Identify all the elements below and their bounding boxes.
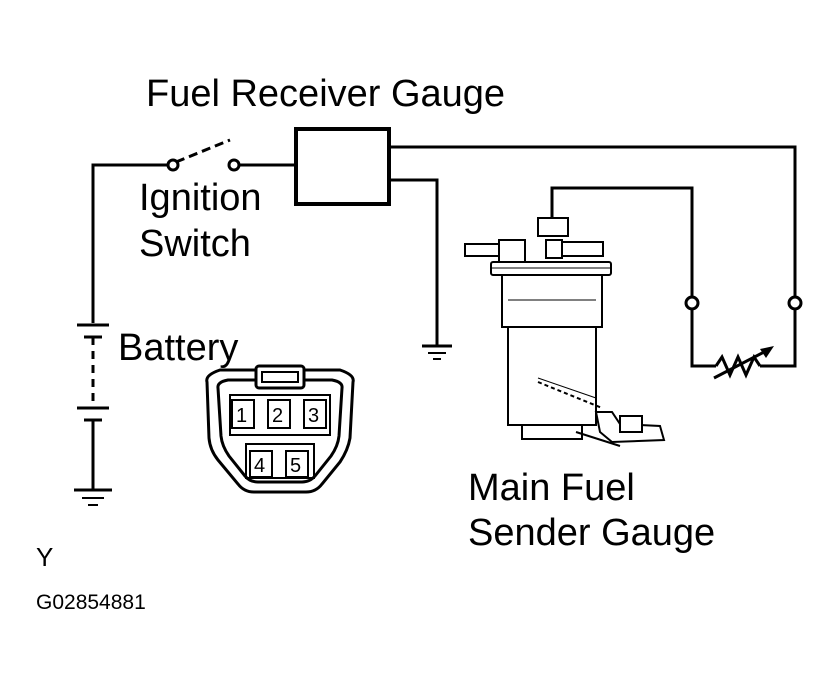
- connector-pin-2: 2: [272, 405, 283, 427]
- connector-pin-5: 5: [290, 455, 301, 477]
- variable-resistor-symbol: [713, 346, 774, 380]
- connector-pin-3: 3: [308, 405, 319, 427]
- wire-resistor-left: [690, 309, 716, 368]
- sender-terminal-left: [684, 295, 700, 311]
- sender-gauge-label-line1: Main Fuel: [468, 467, 635, 509]
- connector-pin-cells: [231, 399, 327, 478]
- wire-resistor-right: [760, 309, 797, 368]
- connector-pin-4: 4: [254, 455, 265, 477]
- view-letter: Y: [36, 542, 53, 572]
- battery-label: Battery: [118, 327, 238, 369]
- battery-ground-symbol: [74, 488, 112, 506]
- ignition-switch-label-line2: Switch: [139, 223, 251, 265]
- receiver-gauge-box: [294, 127, 391, 206]
- wire-gauge-to-ground: [389, 178, 439, 346]
- gauge-ground-symbol: [422, 344, 452, 360]
- connector-drawing: [205, 364, 355, 494]
- battery-symbol: [77, 323, 109, 490]
- ignition-switch-symbol: [166, 138, 241, 172]
- wire-sender-return: [550, 186, 694, 297]
- sender-gauge-label-line2: Sender Gauge: [468, 512, 715, 554]
- sender-unit-drawing: [464, 217, 666, 447]
- sender-terminal-right: [787, 295, 803, 311]
- wire-gauge-to-sender: [389, 145, 797, 297]
- wire-battery-to-ignition: [91, 163, 168, 323]
- figure-code: G02854881: [36, 591, 146, 614]
- connector-pin-1: 1: [236, 405, 247, 427]
- receiver-gauge-label: Fuel Receiver Gauge: [146, 73, 505, 115]
- ignition-switch-label-line1: Ignition: [139, 177, 262, 219]
